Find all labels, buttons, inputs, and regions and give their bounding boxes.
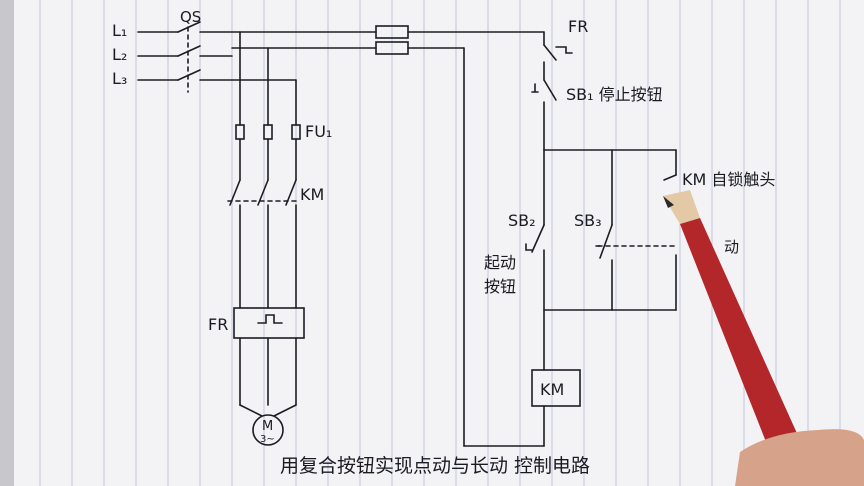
control-fuse-1 bbox=[375, 25, 409, 39]
supply-lines bbox=[137, 31, 179, 81]
paper-shadow bbox=[0, 0, 14, 486]
fuse-fu1-c bbox=[291, 124, 301, 140]
label-l1: L₁ bbox=[112, 21, 127, 40]
label-fr-main: FR bbox=[208, 315, 228, 334]
label-km-coil: KM bbox=[540, 380, 564, 399]
pencil-image bbox=[663, 190, 800, 452]
sb3-compound-button bbox=[595, 224, 677, 259]
label-km-selflock: KM 自锁触头 bbox=[682, 170, 775, 189]
qs-switch-symbol bbox=[177, 21, 201, 93]
label-l3: L₃ bbox=[112, 69, 127, 88]
phase-lines bbox=[239, 31, 297, 417]
label-qs: QS bbox=[180, 8, 201, 26]
sb1-stop-button bbox=[531, 83, 539, 93]
label-start-line1: 起动 bbox=[484, 253, 516, 272]
km-main-contacts bbox=[227, 179, 301, 206]
label-motor-m: M bbox=[262, 419, 273, 434]
label-fr-control: FR bbox=[568, 17, 588, 36]
fuse-fu1-b bbox=[263, 124, 273, 140]
label-sb1: SB₁ 停止按钮 bbox=[566, 85, 663, 104]
km-coil bbox=[531, 369, 581, 407]
hand-image bbox=[735, 429, 864, 486]
label-start-line2: 按钮 bbox=[484, 277, 516, 296]
fr-control-contact bbox=[555, 46, 573, 54]
km-selflock-contact bbox=[663, 174, 677, 181]
control-fuse-2 bbox=[375, 41, 409, 55]
main-bus bbox=[199, 31, 545, 81]
label-sb2: SB₂ bbox=[508, 211, 536, 230]
control-circuit-wires bbox=[463, 31, 677, 447]
motor-symbol bbox=[252, 414, 284, 446]
fr-thermal-element bbox=[233, 307, 305, 339]
caption: 用复合按钮实现点动与长动 控制电路 bbox=[280, 455, 590, 477]
paper-sheet bbox=[14, 0, 864, 486]
label-fu: FU₁ bbox=[305, 122, 332, 141]
label-motor-phase: 3~ bbox=[260, 434, 275, 445]
diagram-labels: L₁ L₂ L₃ QS FU₁ KM FR FR SB₁ 停止按钮 KM 自锁触… bbox=[112, 8, 775, 477]
label-sb3: SB₃ bbox=[574, 211, 602, 230]
label-km-main: KM bbox=[300, 185, 324, 204]
label-l2: L₂ bbox=[112, 45, 127, 64]
fuse-fu1-a bbox=[235, 124, 245, 140]
label-jog-fragment: 动 bbox=[724, 238, 739, 256]
sb2-start-button bbox=[525, 224, 545, 253]
